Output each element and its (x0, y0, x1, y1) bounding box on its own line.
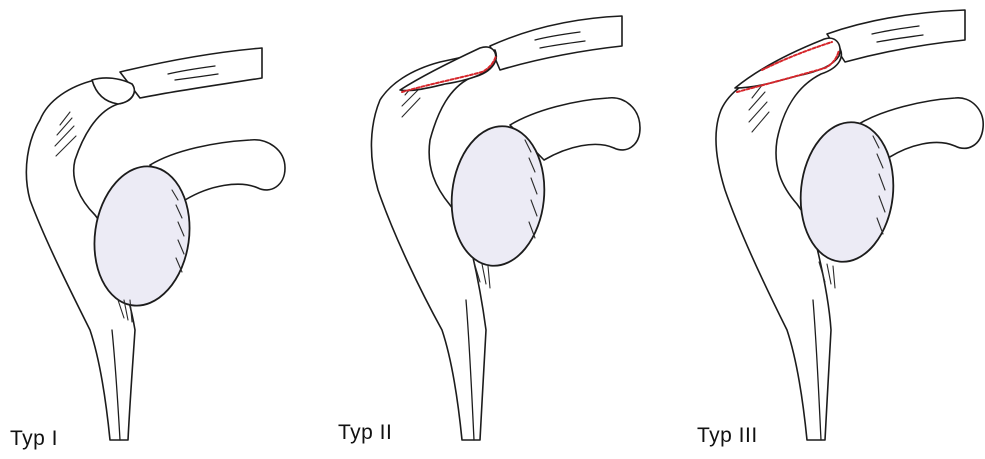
scapula-drawing-typ-2 (350, 0, 678, 459)
panel-typ-2: Typ II (350, 0, 678, 459)
panel-typ-1: Typ I (0, 0, 328, 459)
clavicle (490, 16, 622, 70)
acromion (400, 47, 496, 91)
clavicle (120, 48, 262, 98)
label-typ-2: Typ II (338, 421, 392, 445)
label-typ-3: Typ III (697, 424, 758, 448)
scapula-drawing-typ-3 (657, 0, 985, 459)
label-typ-1: Typ I (10, 427, 58, 451)
scapula-drawing-typ-1 (0, 0, 328, 459)
panel-typ-3: Typ III (657, 0, 985, 459)
clavicle (827, 10, 965, 62)
